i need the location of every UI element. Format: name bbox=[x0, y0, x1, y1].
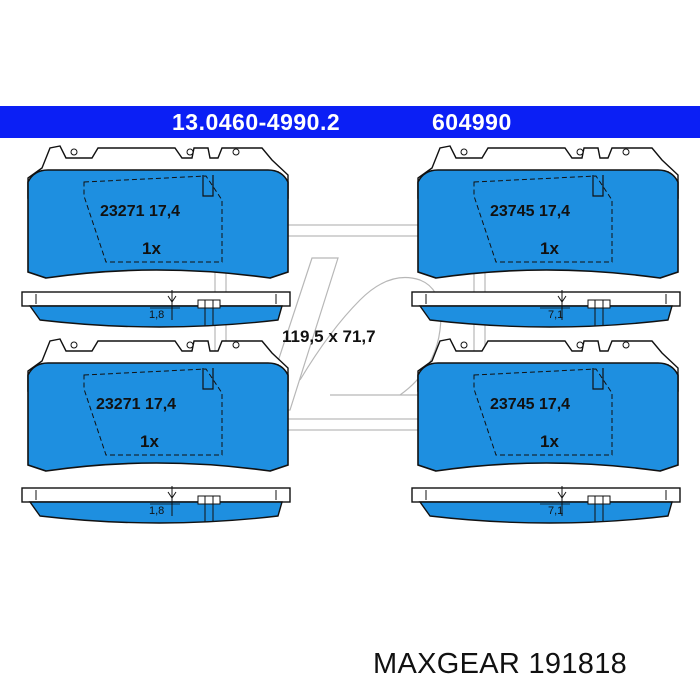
reference-code: 604990 bbox=[432, 109, 512, 135]
pad-quantity: 1x bbox=[540, 432, 559, 451]
pad-quantity: 1x bbox=[540, 239, 559, 258]
pad-dimensions: 119,5 x 71,7 bbox=[282, 327, 376, 346]
thickness-label: 7,1 bbox=[548, 309, 563, 321]
header-bar bbox=[0, 106, 700, 138]
pad-profile-4: 7,1 bbox=[411, 485, 681, 524]
pad-label: 23271 17,4 bbox=[100, 203, 180, 220]
brake-pad-4: 23745 17,4 1x bbox=[417, 338, 679, 472]
pad-label: 23271 17,4 bbox=[96, 396, 176, 413]
pad-profile-2: 7,1 bbox=[411, 289, 681, 328]
thickness-label: 1,8 bbox=[149, 309, 164, 321]
brake-pad-2: 23745 17,4 1x bbox=[417, 145, 679, 279]
thickness-label: 7,1 bbox=[548, 505, 563, 517]
pad-profile-1: 1,8 bbox=[21, 289, 291, 328]
part-number: 13.0460-4990.2 bbox=[172, 109, 341, 135]
brake-pad-1: 23271 17,4 1x bbox=[27, 145, 289, 279]
brake-pad-3: 23271 17,4 1x bbox=[27, 338, 289, 472]
pad-label: 23745 17,4 bbox=[490, 396, 570, 413]
thickness-label: 1,8 bbox=[149, 505, 164, 517]
pad-quantity: 1x bbox=[140, 432, 159, 451]
pad-profile-3: 1,8 bbox=[21, 485, 291, 524]
brand-part-number: MAXGEAR 191818 bbox=[373, 648, 628, 680]
pad-label: 23745 17,4 bbox=[490, 203, 570, 220]
pad-quantity: 1x bbox=[142, 239, 161, 258]
